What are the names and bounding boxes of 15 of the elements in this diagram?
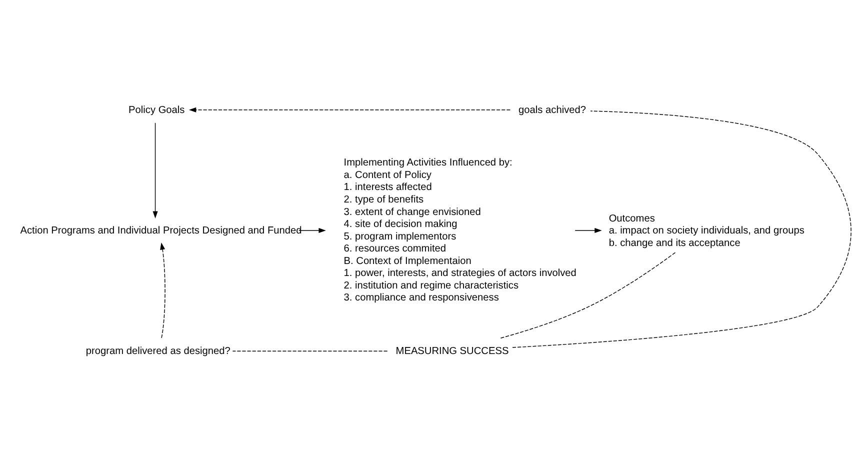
connector: [500, 251, 677, 338]
connector: [512, 110, 852, 348]
node-text: goals achived?: [518, 104, 586, 116]
node-text: Implementing Activities Influenced by: a. Content of Policy 1. interests affected 2. type of benefits 3. extent of change envisioned 4. site of decision making 5. program implementors 6. resources commited B. Context of Implementaion 1. power, interests, and strategies of actors involved 2. institution and regime characteristics 3. compliance and responsiveness: [344, 157, 576, 304]
arrow: [160, 242, 166, 338]
arrow: [574, 227, 602, 233]
arrow: [152, 122, 158, 218]
node-text: MEASURING SUCCESS: [396, 346, 509, 357]
arrow: [298, 227, 326, 233]
node-text: Outcomes a. impact on society individuals, and groups b. change and its acceptance: [608, 212, 804, 248]
node-text: Action Programs and Individual Projects Designed and Funded: [20, 225, 302, 236]
node-text: Policy Goals: [128, 104, 185, 116]
node-text: program delivered as designed?: [86, 346, 230, 357]
connector: [232, 350, 388, 351]
arrow: [188, 106, 511, 112]
